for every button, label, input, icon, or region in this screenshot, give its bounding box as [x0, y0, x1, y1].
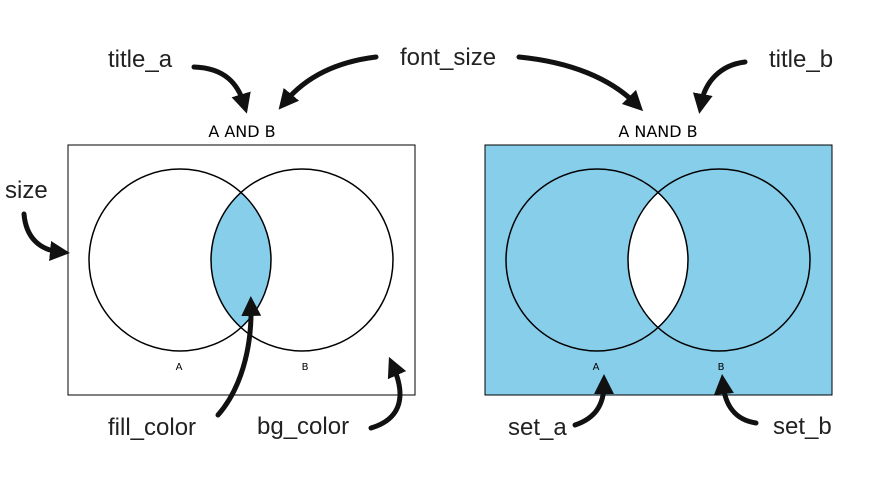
annotation-set-a: set_a	[508, 414, 567, 441]
annotation-title-a: title_a	[108, 46, 173, 73]
set-label-a-nand: A	[593, 362, 600, 373]
arrow-font-size-left	[278, 54, 379, 110]
arrow-size	[21, 211, 70, 261]
annotation-font-size: font_size	[400, 44, 496, 71]
set-label-b-nand: B	[718, 362, 725, 373]
arrow-bg-color	[368, 356, 407, 431]
panel-and: A AND B A B	[67, 122, 416, 396]
arrow-font-size-right	[516, 54, 644, 112]
arrow-set-b	[713, 374, 759, 426]
intersection-hole-nand	[628, 169, 688, 351]
set-label-b-and: B	[302, 362, 309, 373]
arrow-fill-color	[215, 296, 262, 418]
panel-title-nand: A NAND B	[618, 122, 697, 141]
annotation-title-b: title_b	[769, 46, 833, 73]
set-label-a-and: A	[176, 362, 183, 373]
panel-title-and: A AND B	[208, 122, 275, 141]
annotation-set-b: set_b	[773, 413, 832, 440]
arrow-title-b	[692, 59, 748, 114]
panel-nand: A NAND B A B	[484, 122, 833, 396]
annotation-bg-color: bg_color	[257, 413, 349, 440]
arrow-title-a	[191, 64, 251, 114]
circle-b-nand	[627, 168, 811, 352]
circle-a-nand	[505, 168, 689, 352]
annotation-size: size	[5, 177, 48, 204]
arrow-set-a	[572, 374, 614, 428]
circle-a-and	[88, 168, 272, 352]
circle-b-and	[210, 168, 394, 352]
annotation-fill-color: fill_color	[108, 414, 196, 441]
